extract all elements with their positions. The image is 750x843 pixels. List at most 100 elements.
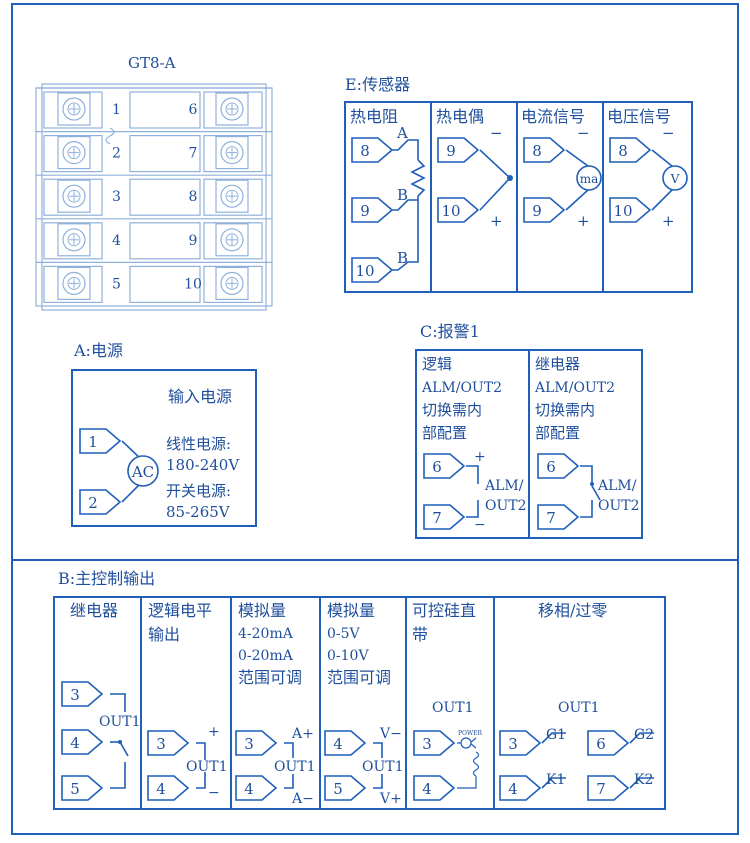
- mo-scr-label: OUT1: [432, 700, 474, 716]
- mo-relay-wiring: [110, 693, 129, 789]
- mo-scr-terminal-2: 4: [422, 780, 432, 798]
- sensor-title: E:传感器: [345, 75, 410, 94]
- terminal-slot-right: [203, 91, 263, 129]
- alarm-logic-line1: ALM/OUT2: [421, 380, 502, 396]
- rtd-terminal-2: 9: [360, 202, 370, 220]
- terminal-separator: [129, 135, 201, 173]
- mo-phase-g2: G2: [634, 727, 654, 743]
- voltmeter-icon: [662, 165, 688, 191]
- screw-terminal-right-icon: [215, 136, 249, 170]
- mo-analog-current-label: OUT1: [274, 759, 316, 775]
- alarm-relay-line3: 部配置: [535, 424, 580, 442]
- screw-terminal-left-icon: [57, 266, 91, 300]
- mo-relay-terminal-1: 3: [70, 686, 80, 704]
- alarm-logic-label1: ALM/: [484, 478, 524, 494]
- mo-logic-sign-minus: −: [208, 785, 220, 801]
- terminal-slot-left: [43, 265, 103, 303]
- screw-terminal-right-icon: [215, 266, 249, 300]
- mo-analog-current-header-1: 模拟量: [238, 601, 286, 620]
- alarm-logic-sign-plus: +: [474, 449, 486, 465]
- alarm-relay-line2: 切换需内: [535, 401, 595, 419]
- screw-terminal-left-icon: [57, 223, 91, 257]
- terminal-slot-left: [43, 178, 103, 216]
- mo-analog-voltage-sign-minus: V−: [379, 726, 402, 742]
- alarm-relay-label2: OUT2: [598, 498, 640, 514]
- outer-border: [11, 3, 739, 835]
- alarm-logic-line3: 部配置: [422, 424, 467, 442]
- thermocouple-wiring: [479, 149, 511, 211]
- terminal-number-left: 5: [112, 276, 121, 292]
- power-switching-range: 85-265V: [166, 503, 231, 521]
- power-terminal-2: 2: [88, 494, 98, 512]
- mo-logic-wiring: [196, 742, 206, 789]
- mo-phase-terminal-7: 7: [596, 780, 606, 798]
- mo-phase-g1: G1: [546, 727, 566, 743]
- terminal-separator: [129, 222, 201, 260]
- mo-scr-header-1: 可控硅直: [412, 601, 476, 620]
- voltage-terminal-2: 10: [613, 202, 632, 220]
- mo-analog-voltage-header-4: 范围可调: [327, 668, 391, 687]
- mo-analog-voltage-header-3: 0-10V: [327, 648, 369, 664]
- alarm-logic-terminal-2: 7: [432, 509, 442, 527]
- terminal-separator: [129, 91, 201, 129]
- rtd-terminal-3: 10: [355, 262, 374, 280]
- screw-terminal-left-icon: [57, 179, 91, 213]
- terminal-number-right: 10: [184, 276, 202, 292]
- tc-sign-minus: −: [490, 124, 503, 142]
- mo-phase-wiring: [541, 732, 654, 789]
- terminal-slot-right: [203, 135, 263, 173]
- alarm-logic-terminal-1: 6: [432, 458, 442, 476]
- power-terminal-1: 1: [88, 433, 98, 451]
- current-terminal-2: 9: [532, 202, 542, 220]
- screw-terminal-left-icon: [57, 136, 91, 170]
- alarm-title: C:报警1: [420, 322, 480, 341]
- screw-terminal-right-icon: [215, 92, 249, 126]
- terminal-slot-right: [203, 265, 263, 303]
- mo-analog-voltage-header-1: 模拟量: [327, 601, 375, 620]
- terminal-number-left: 4: [112, 233, 121, 249]
- mo-scr-power-icon: [460, 737, 472, 749]
- mo-logic-terminal-2: 4: [156, 780, 166, 798]
- mo-analog-current-terminal-1: 3: [244, 735, 254, 753]
- power-title: A:电源: [73, 341, 123, 360]
- mo-analog-current-wiring: [284, 742, 294, 789]
- voltage-sign-minus: −: [662, 124, 675, 142]
- rtd-label-a: A: [396, 124, 408, 142]
- mo-analog-voltage-terminal-1: 4: [333, 735, 343, 753]
- mo-scr-header-2: 带: [412, 625, 428, 644]
- spring-clip-icon: [105, 127, 115, 145]
- screw-terminal-right-icon: [215, 179, 249, 213]
- power-linear-label: 线性电源:: [166, 435, 231, 453]
- mo-phase-header: 移相/过零: [538, 601, 607, 620]
- alarm-logic-wiring: [466, 465, 479, 518]
- mo-phase-terminal-6: 6: [596, 735, 606, 753]
- ac-source-icon: [127, 455, 159, 487]
- current-wiring: [565, 149, 589, 211]
- current-terminal-1: 8: [532, 142, 542, 160]
- mo-analog-voltage-terminal-2: 5: [333, 780, 343, 798]
- mo-scr-terminal-1: 3: [422, 735, 432, 753]
- voltage-sign-plus: +: [662, 212, 675, 230]
- mo-logic-header-2: 输出: [148, 625, 180, 644]
- mo-phase-terminal-4: 4: [508, 780, 518, 798]
- screw-terminal-right-icon: [215, 223, 249, 257]
- terminal-slot-right: [203, 178, 263, 216]
- mo-logic-sign-plus: +: [208, 724, 220, 740]
- model-label: GT8-A: [128, 54, 176, 72]
- alarm-logic-label2: OUT2: [485, 498, 527, 514]
- sensor-col-voltage: 电压信号: [607, 107, 671, 126]
- alarm-logic-line2: 切换需内: [422, 401, 482, 419]
- mo-phase-terminal-3: 3: [508, 735, 518, 753]
- power-box: [71, 369, 257, 527]
- mo-logic-header-1: 逻辑电平: [148, 601, 212, 620]
- mo-analog-current-header-4: 范围可调: [238, 668, 302, 687]
- terminal-number-right: 7: [189, 146, 198, 162]
- terminal-slot-left: [43, 135, 103, 173]
- milliammeter-icon: [576, 165, 602, 191]
- terminal-number-left: 2: [112, 146, 121, 162]
- milliammeter-label: ma: [580, 172, 599, 186]
- voltage-wiring: [651, 149, 673, 211]
